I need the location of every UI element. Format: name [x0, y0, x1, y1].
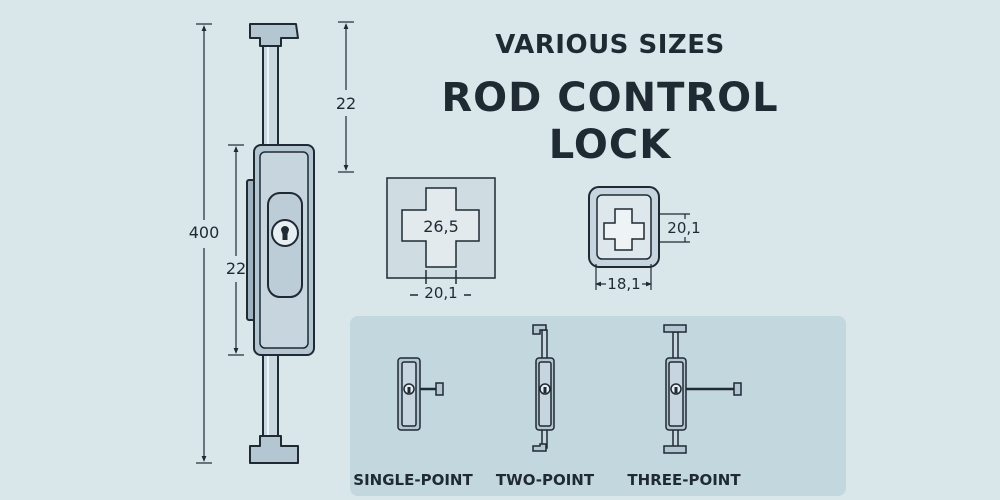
- keyhole-icon: [271, 219, 299, 247]
- title-line-3: LOCK: [548, 122, 672, 168]
- cross-small-width-label: 18,1: [606, 275, 642, 293]
- cross-small-height-label: 20,1: [660, 219, 708, 237]
- body-height-label: 22: [225, 259, 247, 278]
- dim-top-rod: [338, 21, 354, 173]
- dim-total-height: [196, 23, 212, 464]
- cross-large-width-label: 20,1: [418, 284, 464, 302]
- cross-large-inner-label: 26,5: [423, 217, 459, 236]
- top-rod: [262, 39, 279, 151]
- main-rod-lock: [246, 23, 315, 464]
- title-line-2: ROD CONTROL: [441, 75, 779, 121]
- variant-label-single-point: SINGLE-POINT: [353, 471, 473, 489]
- top-rod-length-label: 22: [335, 94, 357, 113]
- variant-single-point-drawing: [397, 357, 444, 431]
- variant-three-point-drawing: [663, 324, 742, 454]
- dim-body-height: [228, 144, 244, 356]
- variants-panel: [350, 316, 846, 496]
- title-line-1: VARIOUS SIZES: [495, 30, 725, 60]
- variant-label-two-point: TWO-POINT: [495, 471, 595, 489]
- cross-profile-large: [386, 177, 496, 300]
- top-rod-cap: [249, 23, 299, 47]
- cross-profile-small: [588, 186, 690, 290]
- total-height-label: 400: [188, 223, 220, 242]
- bottom-rod-cap: [249, 435, 299, 464]
- variant-two-point-drawing: [532, 324, 555, 452]
- variant-label-three-point: THREE-POINT: [627, 471, 741, 489]
